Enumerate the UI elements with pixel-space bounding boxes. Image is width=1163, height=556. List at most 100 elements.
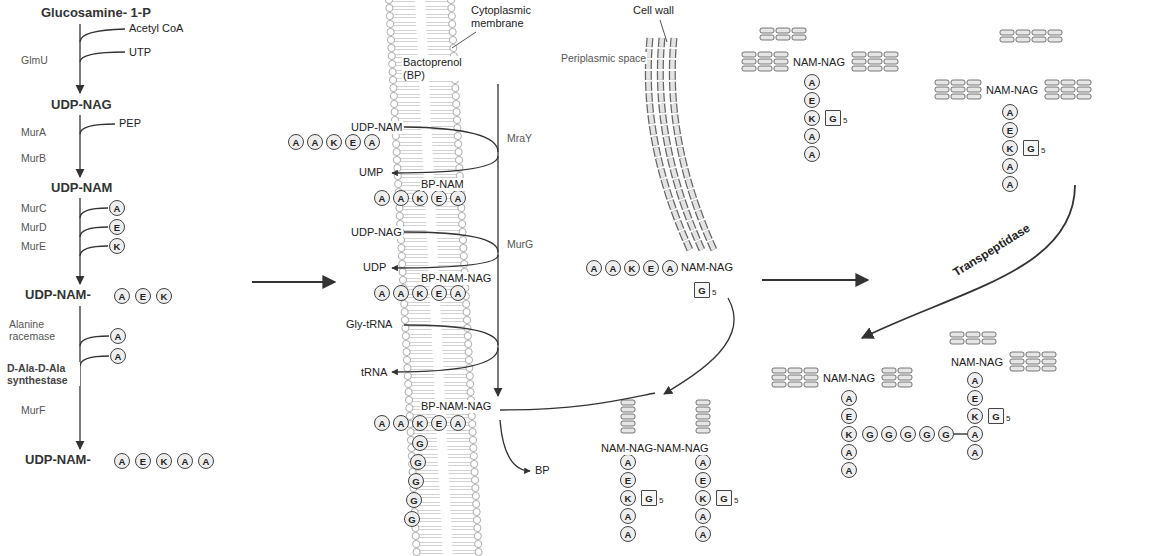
amino-acid-circle: A <box>620 508 636 524</box>
cross-link-line <box>954 433 967 434</box>
amino-acid-circle: A <box>1002 176 1018 192</box>
subscript-number: 5 <box>1040 146 1046 155</box>
residue-letter: G <box>414 457 421 468</box>
residue-letter: A <box>625 529 632 540</box>
amino-acid-circle: K <box>412 415 428 431</box>
residue-letter: A <box>379 418 386 429</box>
amino-acid-circle: A <box>620 454 636 470</box>
residue-letter: A <box>203 456 210 467</box>
amino-acid-circle: E <box>135 453 151 469</box>
compound-label: UMP <box>358 166 384 179</box>
residue-letter: E <box>1007 125 1013 136</box>
compound-label: BP-NAM-NAG <box>420 272 492 285</box>
amino-acid-circle: G <box>406 492 422 508</box>
amino-acid-circle: K <box>156 453 172 469</box>
residue-letter: G <box>942 429 949 440</box>
subscript-number: 5 <box>1005 414 1011 423</box>
amino-acid-circle: A <box>450 190 466 206</box>
residue-letter: K <box>629 263 636 274</box>
compound-label: NAM-NAG <box>792 56 846 69</box>
enzyme-label: GlmU <box>20 54 49 66</box>
residue-letter: K <box>417 193 424 204</box>
residue-letter: A <box>591 263 598 274</box>
amino-acid-circle: A <box>288 134 304 150</box>
residue-letter: A <box>293 137 300 148</box>
membrane-and-glycan-strands <box>385 0 1091 556</box>
amino-acid-circle: G <box>404 511 420 527</box>
enzyme-label: MurD <box>20 221 48 233</box>
cell-wall-strands <box>648 38 714 250</box>
amino-acid-circle: E <box>431 190 447 206</box>
residue-letter: E <box>436 418 442 429</box>
amino-acid-circle: A <box>393 415 409 431</box>
residue-letter: K <box>625 493 632 504</box>
residue-letter: G <box>720 493 727 504</box>
amino-acid-circle: A <box>393 285 409 301</box>
residue-letter: A <box>700 529 707 540</box>
residue-letter: E <box>436 288 442 299</box>
amino-acid-circle: A <box>114 288 130 304</box>
residue-letter: G <box>698 285 705 296</box>
enzyme-label: MurE <box>20 240 47 252</box>
subscript-number: 5 <box>658 496 664 505</box>
amino-acid-circle: E <box>135 288 151 304</box>
enzyme-label: MurC <box>20 202 48 214</box>
residue-letter: A <box>1007 161 1014 172</box>
amino-acid-circle: E <box>345 134 361 150</box>
compound-label: Cell wall <box>632 4 675 17</box>
residue-letter: E <box>114 222 120 233</box>
glycine-bridge-box: G <box>825 110 841 126</box>
residue-letter: A <box>455 288 462 299</box>
amino-acid-circle: A <box>841 390 857 406</box>
amino-acid-circle: E <box>804 92 820 108</box>
compound-label: Glucosamine- 1-P <box>40 6 152 21</box>
residue-letter: A <box>625 511 632 522</box>
left-pathway-arrows <box>80 24 125 449</box>
residue-letter: K <box>161 291 168 302</box>
residue-letter: A <box>1007 179 1014 190</box>
amino-acid-circle: A <box>177 453 193 469</box>
compound-label: Gly-tRNA <box>345 318 393 331</box>
residue-letter: A <box>809 149 816 160</box>
residue-letter: E <box>809 95 815 106</box>
residue-letter: K <box>161 456 168 467</box>
amino-acid-circle: A <box>450 285 466 301</box>
residue-letter: A <box>809 131 816 142</box>
amino-acid-circle: K <box>695 490 711 506</box>
residue-letter: K <box>809 113 816 124</box>
amino-acid-circle: K <box>412 285 428 301</box>
compound-label: NAM-NAG <box>985 84 1039 97</box>
compound-label: tRNA <box>360 366 388 379</box>
glycine-bridge-box: G <box>1023 140 1039 156</box>
enzyme-label: MurF <box>20 404 47 416</box>
amino-acid-circle: E <box>1002 122 1018 138</box>
amino-acid-circle: G <box>410 454 426 470</box>
residue-letter: G <box>412 476 419 487</box>
residue-letter: K <box>114 241 121 252</box>
residue-letter: A <box>610 263 617 274</box>
compound-label: NAM-NAG <box>822 372 876 385</box>
glycine-bridge-box: G <box>716 490 732 506</box>
residue-letter: A <box>846 393 853 404</box>
compound-label: UDP-NAG <box>50 98 113 113</box>
residue-letter: A <box>119 291 126 302</box>
amino-acid-circle: E <box>967 390 983 406</box>
amino-acid-circle: K <box>804 110 820 126</box>
residue-letter: A <box>1007 107 1014 118</box>
amino-acid-circle: A <box>110 328 126 344</box>
compound-label: Transpeptidase <box>950 221 1034 280</box>
compound-label: Bactoprenol (BP) <box>402 56 476 81</box>
residue-letter: A <box>398 418 405 429</box>
amino-acid-circle: G <box>881 426 897 442</box>
residue-letter: K <box>417 288 424 299</box>
amino-acid-circle: A <box>374 190 390 206</box>
amino-acid-circle: E <box>431 415 447 431</box>
enzyme-label: MurG <box>506 238 534 250</box>
residue-letter: A <box>700 511 707 522</box>
residue-letter: G <box>923 429 930 440</box>
amino-acid-circle: A <box>1002 104 1018 120</box>
residue-letter: K <box>846 429 853 440</box>
residue-letter: A <box>119 456 126 467</box>
amino-acid-circle: A <box>695 526 711 542</box>
residue-letter: E <box>436 193 442 204</box>
